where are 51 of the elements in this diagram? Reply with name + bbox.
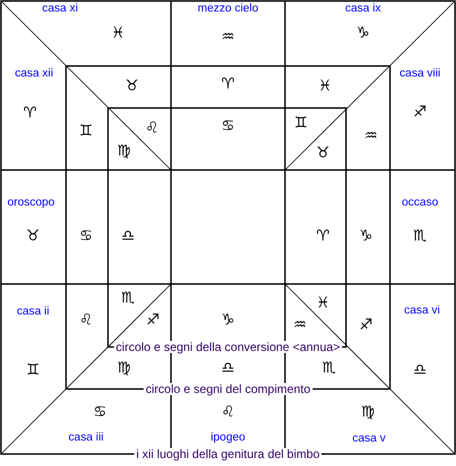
zodiac-sign: ♋ [221,118,235,134]
zodiac-sign: ♒ [221,30,235,44]
zodiac-sign: ♏ [413,228,427,244]
zodiac-sign: ♉ [26,228,40,244]
ring-caption: circolo e segni del compimento [144,383,312,395]
zodiac-sign: ♋ [79,228,93,244]
zodiac-sign: ♈ [316,228,330,244]
zodiac-sign: ♍ [117,144,131,158]
zodiac-sign: ♐ [413,104,427,120]
zodiac-sign: ♑ [359,228,373,244]
zodiac-sign: ♐ [146,312,160,328]
zodiac-sign: ♌ [79,312,93,328]
house-label: casa iii [68,432,104,444]
zodiac-sign: ♋ [93,404,107,420]
zodiac-sign: ♏ [121,290,135,306]
zodiac-sign: ♎ [221,360,235,376]
zodiac-sign: ♓ [318,78,332,94]
zodiac-sign: ♊ [79,124,93,138]
zodiac-sign: ♓ [316,296,330,310]
house-label: casa vi [404,305,440,317]
zodiac-sign: ♒ [293,318,307,332]
ring-caption: circolo e segni della conversione <annua> [114,341,342,353]
house-label: ipogeo [210,432,246,444]
zodiac-sign: ♉ [316,146,330,160]
house-label: casa viii [400,68,440,80]
zodiac-sign: ♉ [125,78,139,94]
zodiac-sign: ♍ [117,360,131,376]
zodiac-sign: ♓ [111,26,125,40]
zodiac-sign: ♈ [221,76,235,92]
zodiac-sign: ♏ [322,360,336,376]
house-label: casa ix [345,3,381,15]
house-label: mezzo cielo [198,3,258,15]
house-label: casa v [352,433,386,445]
zodiac-sign: ♈ [23,106,37,120]
zodiac-sign: ♑ [221,312,235,328]
house-label: casa xi [42,3,78,15]
zodiac-sign: ♑ [356,26,370,40]
house-label: oroscopo [7,197,55,209]
house-label: occaso [402,197,438,209]
zodiac-sign: ♒ [364,128,378,144]
zodiac-sign: ♎ [413,362,427,378]
zodiac-sign: ♐ [359,318,373,332]
zodiac-sign: ♌ [145,120,159,136]
house-label: casa ii [16,306,50,318]
zodiac-sign: ♌ [221,404,235,420]
house-label: casa xii [14,68,54,80]
zodiac-sign: ♊ [294,116,308,130]
zodiac-sign: ♍ [361,404,375,420]
zodiac-sign: ♎ [121,228,135,244]
zodiac-sign: ♊ [26,362,40,378]
ring-caption: i xii luoghi della genitura del bimbo [134,448,322,460]
